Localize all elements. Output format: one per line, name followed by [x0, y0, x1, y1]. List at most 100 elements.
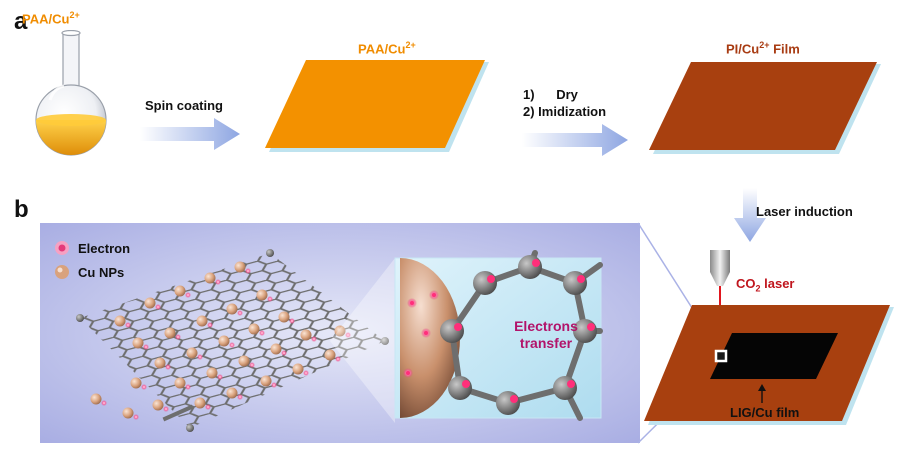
- arrow3-label: Laser induction: [756, 204, 853, 219]
- electron-glow: [237, 310, 243, 316]
- electron: [567, 380, 575, 388]
- carbon-atom: [553, 376, 577, 400]
- step3-title-text: PI/Cu: [726, 41, 760, 57]
- electron-glow: [271, 382, 277, 388]
- electron-glow: [345, 332, 351, 338]
- cu-np: [234, 261, 246, 273]
- arrow1-label: Spin coating: [145, 98, 223, 113]
- electron-glow: [237, 394, 243, 400]
- step1-title-sup: 2+: [69, 10, 80, 20]
- electron-glow: [141, 384, 147, 390]
- cu-np: [248, 323, 260, 335]
- carbon-atom: [496, 391, 520, 415]
- cu-np: [278, 311, 290, 323]
- cu-np: [90, 393, 102, 405]
- cu-np: [196, 315, 208, 327]
- step3-title: PI/Cu2+ Film: [726, 40, 800, 56]
- zoom-text: Electrons transfer: [496, 318, 596, 352]
- pi-film: [649, 62, 881, 154]
- carbon-atom: [518, 255, 542, 279]
- electron-icon: [55, 241, 69, 255]
- electron: [487, 275, 495, 283]
- electron-glow: [155, 304, 161, 310]
- electron-glow: [185, 384, 191, 390]
- electron-glow: [163, 406, 169, 412]
- step3-title-suffix: Film: [769, 41, 800, 57]
- electron-glow: [175, 334, 181, 340]
- zoom-text-line2: transfer: [519, 335, 573, 351]
- panel-b-label: b: [14, 196, 29, 223]
- cu-np: [300, 329, 312, 341]
- cu-np: [324, 349, 336, 361]
- cu-np: [130, 377, 142, 389]
- electron-glow: [335, 356, 341, 362]
- arrow-right-icon: [522, 124, 628, 156]
- cu-np: [174, 377, 186, 389]
- electron: [577, 275, 585, 283]
- cu-np: [256, 289, 268, 301]
- cu-np: [132, 337, 144, 349]
- step3-title-sup: 2+: [759, 40, 770, 50]
- electron: [532, 259, 540, 267]
- cu-nanoparticles: [90, 261, 351, 420]
- arrow2-label-line2: 2) Imidization: [523, 104, 607, 119]
- laser-label-sub: 2: [755, 283, 761, 294]
- electron-glow: [229, 342, 235, 348]
- electron-glow: [281, 350, 287, 356]
- electron-glow: [249, 362, 255, 368]
- electron-glow: [197, 354, 203, 360]
- zoom-text-line1: Electrons: [514, 318, 578, 334]
- cu-np: [218, 335, 230, 347]
- flask-icon: [35, 30, 107, 156]
- arrow-down-icon: [734, 188, 766, 242]
- graphene-panel: [40, 223, 640, 443]
- electron-glow: [143, 344, 149, 350]
- cu-np: [292, 363, 304, 375]
- carbon-atom: [448, 376, 472, 400]
- laser-label-suffix: laser: [760, 276, 795, 291]
- electron-glow: [267, 296, 273, 302]
- arrow2-label-line1: 1) Dry: [523, 87, 578, 102]
- electron-glow: [133, 414, 139, 420]
- electron-glow: [165, 364, 171, 370]
- electron-glow: [205, 404, 211, 410]
- paa-film: [265, 60, 489, 152]
- panel-a-label: a: [14, 8, 28, 35]
- electron: [510, 395, 518, 403]
- legend-item-electron: Electron: [54, 238, 130, 258]
- step1-title: PAA/Cu2+: [22, 10, 80, 26]
- cu-np: [154, 357, 166, 369]
- carbon-atom: [440, 319, 464, 343]
- carbon-atom: [473, 271, 497, 295]
- cu-np: [114, 315, 126, 327]
- step1-title-text: PAA/Cu: [22, 11, 70, 27]
- electron-glow: [311, 336, 317, 342]
- laser-label-prefix: CO: [736, 276, 756, 291]
- laser-label: CO2 laser: [736, 276, 795, 294]
- electron-glow: [303, 370, 309, 376]
- step2-title-sup: 2+: [405, 40, 416, 50]
- legend-cu-label: Cu NPs: [78, 264, 125, 280]
- cu-np: [204, 272, 216, 284]
- legend: Electron Cu NPs: [54, 238, 130, 282]
- cu-np: [186, 347, 198, 359]
- cu-np: [334, 325, 346, 337]
- electron-glow: [101, 400, 107, 406]
- step2-title: PAA/Cu2+: [358, 40, 416, 56]
- cu-np: [122, 407, 134, 419]
- cu-np-icon: [55, 265, 69, 279]
- cu-np: [260, 375, 272, 387]
- step2-title-text: PAA/Cu: [358, 41, 406, 57]
- cu-np: [152, 399, 164, 411]
- cu-np: [144, 297, 156, 309]
- cu-np: [174, 285, 186, 297]
- electron-glow: [289, 318, 295, 324]
- cu-np: [194, 397, 206, 409]
- electron-glow: [207, 322, 213, 328]
- electron-glow: [185, 292, 191, 298]
- electron: [587, 323, 595, 331]
- cu-np: [206, 367, 218, 379]
- electron-glow: [245, 268, 251, 274]
- electron-glow: [215, 279, 221, 285]
- electron-glow: [217, 374, 223, 380]
